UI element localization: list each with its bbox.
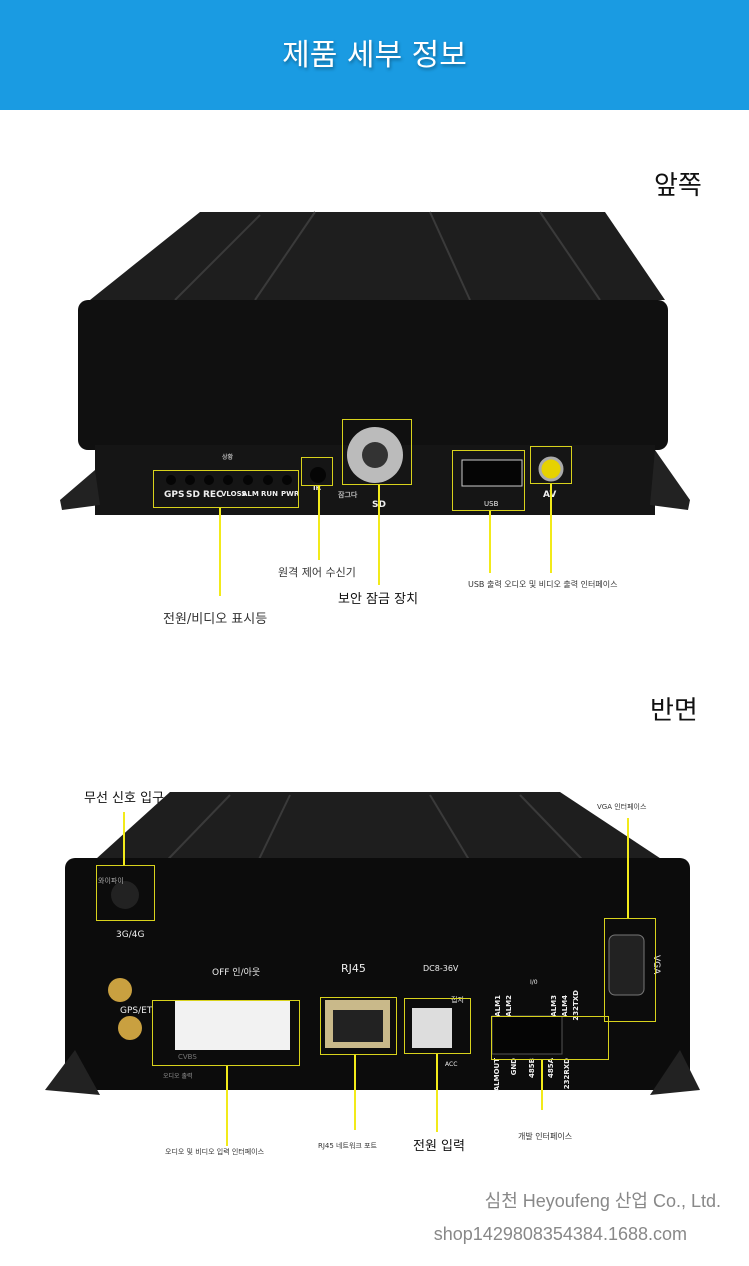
callout-line	[318, 486, 320, 560]
ant2-label: GPS/ET	[120, 1006, 153, 1016]
callout-line	[378, 485, 380, 585]
io-label: OFF 인/아웃	[212, 968, 261, 978]
vga-label: VGA	[651, 955, 661, 975]
acc-label: ACC	[445, 1061, 458, 1068]
led-rec: REC	[203, 490, 223, 500]
ir-highlight	[301, 457, 333, 486]
callout-lock: 보안 잠금 장치	[338, 592, 419, 607]
callout-av-in: 오디오 및 비디오 입력 인터페이스	[165, 1148, 265, 1156]
av-highlight	[530, 446, 572, 484]
callout-rj45: RJ45 네트워크 포트	[318, 1142, 377, 1150]
callout-leds: 전원/비디오 표시등	[163, 612, 268, 627]
led-alm: ALM	[242, 490, 259, 498]
alm2-label: ALM2	[505, 995, 513, 1017]
wifi-label: 와이파이	[98, 877, 124, 885]
front-top-fins	[90, 212, 665, 300]
callout-wifi: 무선 신호 입구	[84, 791, 165, 806]
callout-line	[123, 812, 125, 865]
usb-highlight	[452, 450, 525, 511]
callout-power: 전원 입력	[413, 1139, 465, 1154]
ant1-label: 3G/4G	[116, 930, 145, 940]
callout-line	[436, 1054, 438, 1132]
gnd-label: GND	[510, 1058, 518, 1076]
page-title: 제품 세부 정보	[282, 38, 467, 73]
front-mount-left	[60, 470, 100, 510]
audio-out-label: 오디오 출력	[163, 1073, 193, 1080]
front-section-title: 앞쪽	[654, 171, 702, 201]
led-sd: SD	[186, 490, 200, 500]
alm4-label: ALM4	[561, 995, 569, 1017]
front-face	[78, 300, 668, 450]
ground-label: 접지	[451, 996, 464, 1004]
rj45-label: RJ45	[341, 962, 366, 975]
lock-highlight	[342, 419, 412, 485]
lock-label: 잠그다	[338, 491, 358, 499]
usb-label: USB	[484, 500, 499, 508]
led-vloss: VLOSS	[221, 490, 247, 498]
cvbs-label: CVBS	[178, 1053, 197, 1061]
callout-line	[627, 818, 629, 918]
vga-highlight	[604, 918, 656, 1022]
485b-label: 485B	[528, 1058, 536, 1078]
status-label: 상황	[222, 454, 234, 461]
callout-line	[226, 1066, 228, 1146]
callout-vga: VGA 인터페이스	[597, 803, 647, 811]
callout-ir: 원격 제어 수신기	[278, 566, 356, 579]
alm1-label: ALM1	[494, 995, 502, 1017]
led-run: RUN	[261, 490, 278, 498]
front-device-image	[60, 211, 690, 515]
shop-url[interactable]: shop1429808354384.1688.com	[433, 1224, 687, 1244]
callout-line	[550, 484, 552, 573]
232rxd-label: 232RXD	[563, 1058, 571, 1090]
callout-line	[354, 1055, 356, 1130]
485a-label: 485A	[547, 1058, 555, 1079]
alm3-label: ALM3	[550, 995, 558, 1017]
callout-dev: 개발 인터페이스	[518, 1132, 573, 1141]
callout-usb-av: USB 출력 오디오 및 비디오 출력 인터페이스	[468, 580, 618, 589]
rj45-highlight	[320, 997, 397, 1055]
ir-label: IR	[313, 484, 321, 492]
back-section-title: 반면	[650, 696, 698, 726]
back-top-fins	[75, 792, 690, 878]
dc-label: DC8-36V	[423, 964, 459, 973]
company-name: 심천 Heyoufeng 산업 Co., Ltd.	[484, 1191, 721, 1211]
almout-label: ALMOUT	[493, 1058, 501, 1092]
led-highlight	[153, 470, 299, 508]
led-pwr: PWR	[281, 490, 300, 498]
dev-highlight	[491, 1016, 609, 1060]
callout-line	[541, 1060, 543, 1110]
av-label: AV	[543, 490, 556, 500]
header-banner: 제품 세부 정보	[0, 0, 749, 110]
power-highlight	[404, 998, 471, 1054]
io-small-label: I/0	[530, 979, 538, 986]
av-in-highlight	[152, 1000, 300, 1066]
wifi-highlight	[96, 865, 155, 921]
callout-line	[489, 511, 491, 573]
front-mount-right	[650, 450, 690, 510]
led-gps: GPS	[164, 490, 185, 500]
callout-line	[219, 508, 221, 596]
back-device-image	[45, 792, 700, 1095]
